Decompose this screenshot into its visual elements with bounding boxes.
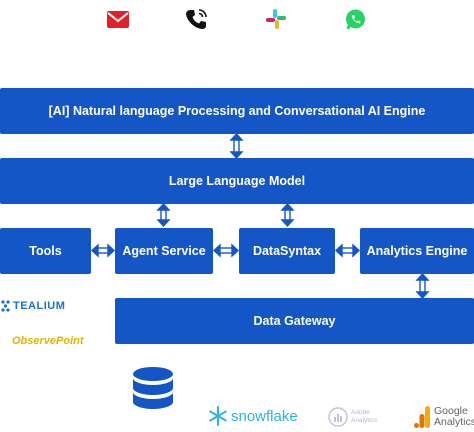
tools-label: Tools <box>29 244 62 258</box>
tools-box: Tools <box>0 228 91 274</box>
snowflake-text: snowflake <box>231 407 298 425</box>
database-icon <box>131 366 175 416</box>
adobe-analytics-icon <box>328 407 348 427</box>
snowflake-mark-icon <box>209 406 227 426</box>
observepoint-text: ObservePoint <box>12 335 84 347</box>
slack-icon <box>264 8 288 30</box>
google-analytics-icon <box>414 406 430 428</box>
data-gateway-label: Data Gateway <box>253 314 336 328</box>
mail-icon <box>106 8 130 30</box>
data-gateway-box: Data Gateway <box>115 298 474 344</box>
datasyntax-label: DataSyntax <box>252 244 322 258</box>
adobe-analytics-logo: Adobe Analytics <box>328 406 385 428</box>
agent-service-box: Agent Service <box>115 228 213 274</box>
analytics-engine-box: Analytics Engine <box>360 228 474 274</box>
observepoint-logo: ObservePoint <box>12 331 84 347</box>
ai-engine-box: [AI] Natural language Processing and Con… <box>0 88 474 134</box>
phone-icon <box>184 8 208 30</box>
tealium-text: TEALIUM <box>13 300 66 312</box>
google-analytics-text-2: Analytics <box>434 416 474 428</box>
snowflake-logo: snowflake <box>208 404 298 428</box>
llm-label: Large Language Model <box>168 174 306 188</box>
google-analytics-logo: Google Analytics <box>414 404 474 430</box>
agent-service-label: Agent Service <box>122 244 206 258</box>
analytics-engine-label: Analytics Engine <box>366 244 468 258</box>
datasyntax-box: DataSyntax <box>239 228 335 274</box>
tealium-mark-icon <box>1 300 10 312</box>
whatsapp-icon <box>343 8 367 30</box>
adobe-analytics-text: Adobe Analytics <box>351 409 378 424</box>
llm-box: Large Language Model <box>0 158 474 204</box>
tealium-logo: TEALIUM <box>0 298 65 314</box>
ai-engine-label: [AI] Natural language Processing and Con… <box>48 104 426 118</box>
google-analytics-text-1: Google <box>434 405 468 417</box>
